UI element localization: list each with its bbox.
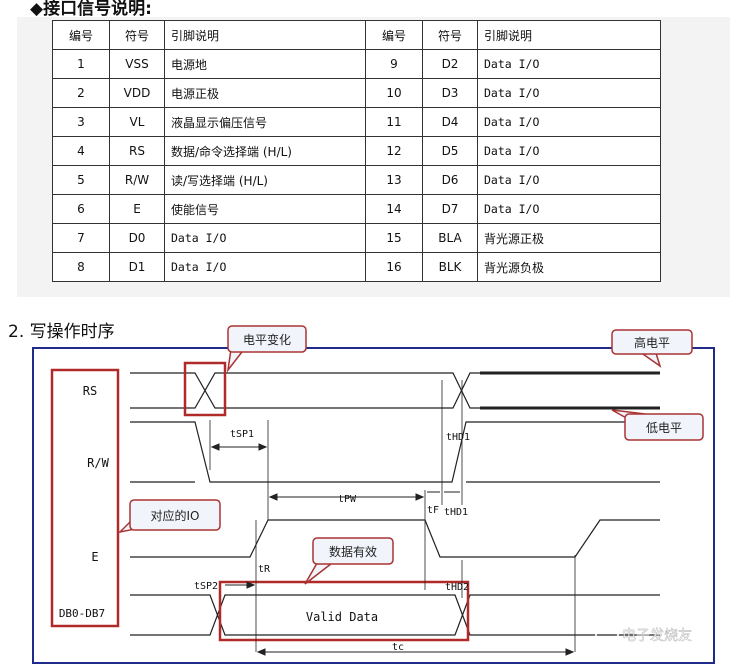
callout-high-level: 高电平 bbox=[611, 329, 693, 368]
pin-table-cell: 背光源负极 bbox=[477, 252, 661, 282]
param-thd2: tHD2 bbox=[445, 582, 469, 593]
bus-label: Valid Data bbox=[306, 610, 378, 624]
pin-table-cell: 2 bbox=[52, 78, 110, 108]
pin-table-cell: E bbox=[109, 194, 165, 224]
signal-label-rw: R/W bbox=[87, 456, 109, 470]
svg-text:数据有效: 数据有效 bbox=[329, 544, 377, 559]
pin-table-cell: Data I/O bbox=[477, 165, 661, 195]
pin-table-cell: VDD bbox=[109, 78, 165, 108]
callout-data-valid: 数据有效 bbox=[304, 537, 394, 585]
pin-table-cell: 电源正极 bbox=[164, 78, 366, 108]
svg-text:电子发烧友: 电子发烧友 bbox=[622, 628, 692, 644]
pin-table-cell: 数据/命令选择端 (H/L) bbox=[164, 136, 366, 166]
pin-table-cell: D7 bbox=[422, 194, 478, 224]
pin-table-cell: 16 bbox=[365, 252, 423, 282]
param-tsp2: tSP2 bbox=[194, 581, 218, 592]
pin-table-cell: 14 bbox=[365, 194, 423, 224]
callout-io: 对应的IO bbox=[117, 499, 221, 534]
pin-table-cell: 8 bbox=[52, 252, 110, 282]
pin-table-cell: 12 bbox=[365, 136, 423, 166]
callout-level-change: 电平变化 bbox=[226, 325, 307, 373]
param-thd1a: tHD1 bbox=[446, 432, 470, 443]
pin-table-cell: 6 bbox=[52, 194, 110, 224]
diagram-frame bbox=[32, 347, 715, 664]
col-header: 符号 bbox=[422, 20, 478, 50]
pin-table-cell: 使能信号 bbox=[164, 194, 366, 224]
pin-table-cell: D6 bbox=[422, 165, 478, 195]
signal-label-db: DB0-DB7 bbox=[59, 607, 105, 620]
pin-table-cell: Data I/O bbox=[477, 136, 661, 166]
pin-table-cell: 3 bbox=[52, 107, 110, 137]
col-header: 引脚说明 bbox=[164, 20, 366, 50]
rs-waveform bbox=[130, 371, 660, 410]
pin-table-cell: 电源地 bbox=[164, 49, 366, 79]
valid-data-highlight bbox=[218, 580, 470, 642]
pin-table-cell: 4 bbox=[52, 136, 110, 166]
pin-table-header: 编号 符号 引脚说明 编号 符号 引脚说明 bbox=[52, 20, 661, 50]
pin-table-cell: Data I/O bbox=[164, 252, 366, 282]
param-tf: tF bbox=[427, 505, 439, 516]
pin-table-cell: D1 bbox=[109, 252, 165, 282]
watermark: 电子发烧友 bbox=[595, 622, 692, 646]
col-header: 编号 bbox=[365, 20, 423, 50]
pin-table-cell: Data I/O bbox=[164, 223, 366, 253]
pin-table-cell: 读/写选择端 (H/L) bbox=[164, 165, 366, 195]
pin-table-cell: 9 bbox=[365, 49, 423, 79]
param-tsp1: tSP1 bbox=[230, 429, 254, 440]
db-bus-waveform bbox=[130, 594, 660, 636]
rw-waveform bbox=[130, 421, 660, 483]
param-tc: tc bbox=[392, 642, 404, 653]
pin-table-cell: 5 bbox=[52, 165, 110, 195]
pin-table-cell: R/W bbox=[109, 165, 165, 195]
svg-text:电平变化: 电平变化 bbox=[243, 332, 291, 347]
pin-table-cell: BLK bbox=[422, 252, 478, 282]
pin-table-cell: Data I/O bbox=[477, 78, 661, 108]
callout-low-level: 低电平 bbox=[611, 409, 704, 441]
pin-table-cell: 15 bbox=[365, 223, 423, 253]
param-tpw: tPW bbox=[338, 494, 357, 505]
pin-table-cell: D4 bbox=[422, 107, 478, 137]
svg-text:对应的IO: 对应的IO bbox=[151, 508, 200, 523]
rs-transition-highlight bbox=[183, 361, 227, 417]
col-header: 编号 bbox=[52, 20, 110, 50]
signal-label-rs: RS bbox=[83, 384, 97, 398]
pin-table-cell: BLA bbox=[422, 223, 478, 253]
param-thd1b: tHD1 bbox=[444, 507, 468, 518]
param-tr: tR bbox=[258, 564, 271, 575]
timing-title: 2. 写操作时序 bbox=[8, 322, 115, 342]
signal-label-box bbox=[50, 368, 120, 628]
signal-label-e: E bbox=[91, 550, 98, 564]
pin-table-cell: 背光源正极 bbox=[477, 223, 661, 253]
pin-table-title: ◆接口信号说明: bbox=[30, 0, 152, 19]
pin-table-cell: 11 bbox=[365, 107, 423, 137]
col-header: 引脚说明 bbox=[477, 20, 661, 50]
pin-table-cell: 1 bbox=[52, 49, 110, 79]
pin-table-cell: RS bbox=[109, 136, 165, 166]
pin-table-cell: Data I/O bbox=[477, 107, 661, 137]
svg-text:低电平: 低电平 bbox=[646, 421, 682, 435]
svg-text:高电平: 高电平 bbox=[634, 335, 670, 350]
pin-table-cell: D2 bbox=[422, 49, 478, 79]
pin-table-cell: 10 bbox=[365, 78, 423, 108]
pin-table-cell: Data I/O bbox=[477, 49, 661, 79]
e-waveform bbox=[130, 519, 660, 558]
pin-table-cell: 液晶显示偏压信号 bbox=[164, 107, 366, 137]
